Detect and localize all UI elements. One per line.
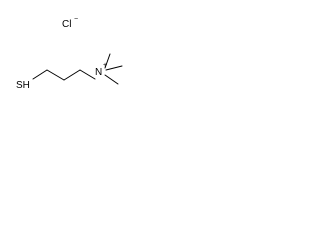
chloride-charge: − (74, 16, 78, 23)
chloride-label: Cl (62, 19, 71, 30)
bond-s-c1 (32, 69, 48, 80)
bond-n-methyl-up (104, 53, 111, 69)
bond-c2-c3 (63, 69, 81, 81)
bond-c3-n (79, 69, 96, 80)
ammonium-charge: + (103, 62, 107, 69)
ammonium-nitrogen-label: N (95, 67, 102, 78)
thiol-label: SH (16, 80, 30, 91)
chemical-structure-diagram: Cl − SH N + (16, 16, 123, 91)
bond-c1-c2 (46, 69, 65, 81)
bond-n-methyl-down (104, 74, 119, 85)
bond-n-methyl-right (105, 65, 123, 71)
